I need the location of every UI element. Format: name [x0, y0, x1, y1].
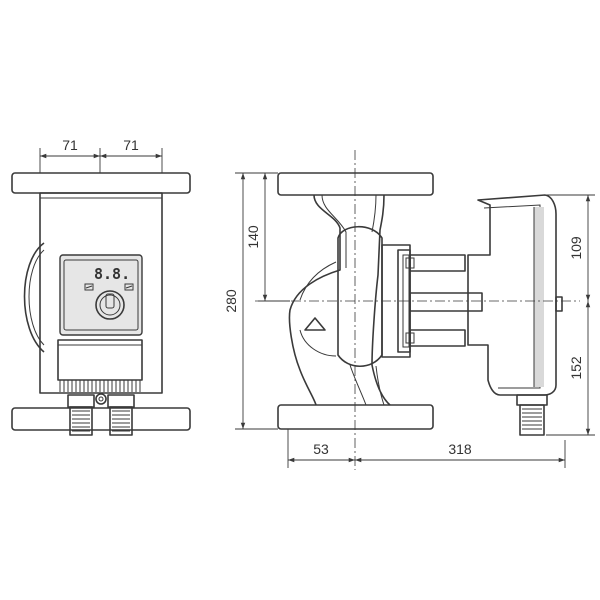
front-pump-body — [39, 192, 163, 394]
side-view: 280 140 109 152 53 318 — [223, 150, 595, 470]
side-motor-studs — [405, 254, 483, 347]
dim-motor-top: 109 — [568, 236, 584, 260]
front-ground-screw — [95, 393, 107, 405]
dim-front-right: 71 — [123, 137, 139, 153]
led-left-icon — [84, 283, 94, 291]
dim-overall-height: 280 — [223, 289, 239, 313]
front-cooling-fins — [59, 380, 141, 392]
side-housing-button[interactable] — [555, 296, 563, 312]
side-pump-volute — [288, 194, 391, 406]
dim-left-length: 53 — [313, 441, 329, 457]
side-top-flange — [277, 172, 434, 196]
dim-right-length: 318 — [448, 441, 472, 457]
front-cable-gland-right — [107, 394, 135, 436]
dim-upper-height: 140 — [245, 225, 261, 249]
side-bottom-flange — [277, 404, 434, 430]
front-motor-housing — [23, 242, 45, 353]
front-bottom-flange — [11, 407, 191, 431]
flow-direction-icon — [304, 317, 326, 331]
front-cable-gland-left — [67, 394, 95, 436]
control-knob[interactable] — [95, 290, 125, 320]
display-readout: 8.8. — [94, 265, 130, 283]
dim-front-left: 71 — [62, 137, 78, 153]
front-top-flange — [11, 172, 191, 194]
dim-motor-bottom: 152 — [568, 356, 584, 380]
side-cable-gland — [516, 394, 548, 436]
front-view: 8.8. 71 — [11, 137, 191, 436]
led-right-icon — [124, 283, 134, 291]
